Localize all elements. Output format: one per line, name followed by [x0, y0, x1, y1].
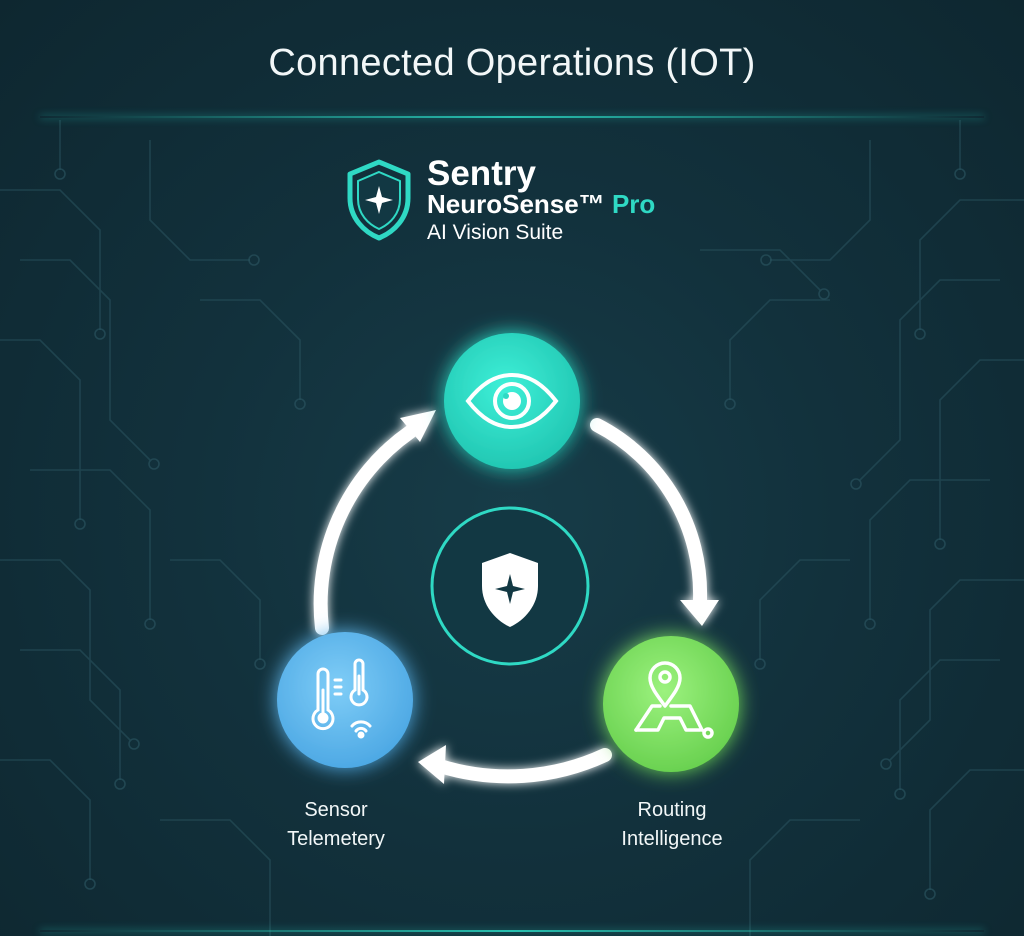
shield-star-icon [482, 553, 538, 627]
node-label-line: Intelligence [621, 828, 723, 850]
brand-product-name: NeuroSense™ [427, 189, 605, 219]
flow-arrow-routing-to-sensor [418, 745, 612, 784]
brand-name: Sentry [427, 154, 536, 193]
brand-tier: Pro [611, 189, 656, 219]
node-label-line: Routing [637, 799, 707, 821]
flow-arrow-sensor-to-vision [313, 410, 436, 635]
eye-icon [465, 372, 559, 430]
node-label-line: Sensor [304, 799, 368, 821]
brand-tagline: AI Vision Suite [427, 221, 564, 244]
title-divider [40, 116, 984, 118]
map-pin-route-icon [634, 661, 714, 739]
footer-divider [40, 930, 984, 932]
node-routing [603, 636, 739, 772]
shield-star-icon [347, 159, 411, 241]
thermometer-wifi-icon [311, 658, 372, 739]
flow-arrow-vision-to-routing [590, 418, 719, 626]
node-sensor [277, 632, 413, 768]
node-label-sensor: Sensor Telemetery [236, 796, 436, 854]
brand-product: NeuroSense™ Pro [427, 188, 655, 220]
page-title: Connected Operations (IOT) [268, 42, 756, 84]
node-label-routing: Routing Intelligence [572, 796, 772, 854]
node-vision [444, 333, 580, 469]
center-node [430, 506, 590, 666]
brand-block: Sentry NeuroSense™ Pro AI Vision Suite [344, 150, 704, 250]
node-label-line: Telemetery [287, 828, 385, 850]
